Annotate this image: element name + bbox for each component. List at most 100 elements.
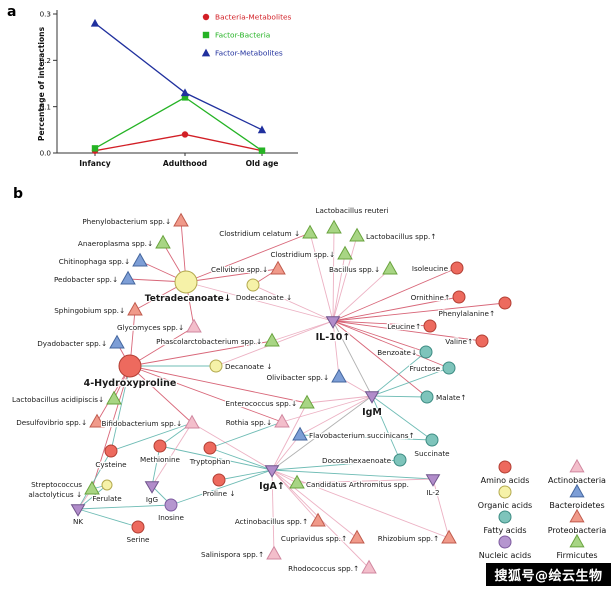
node-dha xyxy=(393,453,407,467)
node-nk xyxy=(70,504,86,517)
node-candidatus xyxy=(289,474,305,489)
label-tryptophan: Tryptophan xyxy=(189,457,230,466)
label-sphingobium: Sphingobium spp.↓ xyxy=(54,306,125,315)
svg-text:Amino acids: Amino acids xyxy=(481,476,530,485)
node-igg xyxy=(144,481,160,494)
label-ornithine: Ornithine↑ xyxy=(411,293,450,302)
node-bacillus xyxy=(382,260,398,275)
label-igg: IgG xyxy=(146,495,158,504)
label-proline: Proline ↓ xyxy=(203,489,236,498)
node-pedobacter xyxy=(120,270,136,285)
node-fructose xyxy=(442,361,456,375)
label-serine: Serine xyxy=(127,535,150,544)
svg-text:Bacteroidetes: Bacteroidetes xyxy=(549,501,604,510)
node-iga xyxy=(264,465,280,478)
label-leucine: Leucine↑ xyxy=(387,322,421,331)
label-rothia: Rothia spp.↓ xyxy=(226,418,272,427)
svg-text:0.0: 0.0 xyxy=(40,149,52,158)
svg-text:Fatty acids: Fatty acids xyxy=(483,526,526,535)
node-proline xyxy=(212,473,226,487)
label-phenylobacterium: Phenylobacterium spp.↓ xyxy=(82,217,171,226)
label-benzoate: Benzoate↓ xyxy=(377,348,417,357)
label-reuteri: Lactobacillus reuteri xyxy=(315,206,388,215)
legend-fatty: Fatty acids xyxy=(483,510,527,535)
node-il2 xyxy=(425,474,441,487)
node-valine xyxy=(475,334,489,348)
label-methionine: Methionine xyxy=(140,455,180,464)
label-rhodococcus: Rhodococcus spp.↑ xyxy=(288,564,359,573)
label-malate: Malate↑ xyxy=(436,393,466,402)
legend-proteo: Proteobacteria xyxy=(548,508,606,535)
label-lacto_spp: Lactobacillus spp.↑ xyxy=(366,232,436,241)
node-lacto_spp xyxy=(349,227,365,242)
node-rothia xyxy=(274,413,290,428)
node-cysteine xyxy=(104,444,118,458)
svg-text:Bacteria-Metabolites: Bacteria-Metabolites xyxy=(215,13,292,22)
node-cupriavidus xyxy=(349,529,365,544)
label-pedobacter: Pedobacter spp.↓ xyxy=(54,275,118,284)
node-streptococcus xyxy=(84,480,100,495)
label-il2: IL-2 xyxy=(426,488,439,497)
node-desulfovibrio xyxy=(89,413,105,428)
label-dyadobacter: Dyadobacter spp.↓ xyxy=(37,339,107,348)
network-nodes xyxy=(70,212,512,574)
legend-actino: Actinobacteria xyxy=(548,458,606,485)
svg-text:Adulthood: Adulthood xyxy=(163,159,207,168)
legend-organic: Organic acids xyxy=(478,485,532,510)
label-cupriavidus: Cupriavidus spp.↑ xyxy=(281,534,347,543)
node-phenylobacterium xyxy=(173,212,189,227)
panel-a-legend: Bacteria-MetabolitesFactor-BacteriaFacto… xyxy=(201,13,292,58)
label-bacillus: Bacillus spp.↓ xyxy=(329,265,380,274)
label-olivibacter: Olivibacter spp.↓ xyxy=(267,373,329,382)
node-leucine xyxy=(423,319,437,333)
node-isoleucine xyxy=(450,261,464,275)
label-hydroxyproline: 4-Hydroxyproline xyxy=(84,378,177,389)
label-igm: IgM xyxy=(362,407,382,418)
label-il10: IL-10↑ xyxy=(316,332,351,343)
node-actinobacillus xyxy=(310,512,326,527)
svg-text:Factor-Bacteria: Factor-Bacteria xyxy=(215,31,270,40)
label-phascolarctobacterium: Phascolarctobacterium spp.↓ xyxy=(156,337,262,346)
label-iga: IgA↑ xyxy=(259,481,285,492)
label-salinispora: Salinispora spp.↑ xyxy=(201,550,264,559)
node-serine xyxy=(131,520,145,534)
node-rhizobium xyxy=(441,529,457,544)
label-candidatus: Candidatus Arthromitus spp. xyxy=(306,480,409,489)
node-flavobacterium xyxy=(292,426,308,441)
node-celatum xyxy=(302,224,318,239)
svg-text:Firmicutes: Firmicutes xyxy=(556,551,597,560)
svg-text:Organic acids: Organic acids xyxy=(478,501,532,510)
node-inosine xyxy=(164,498,178,512)
label-fructose: Fructose xyxy=(410,364,441,373)
svg-text:Nucleic acids: Nucleic acids xyxy=(479,551,532,560)
label-enterococcus: Enterococcus spp.↓ xyxy=(225,399,297,408)
label-glycomyces: Glycomyces spp.↓ xyxy=(117,323,184,332)
node-methionine xyxy=(153,439,167,453)
legend-nucleic: Nucleic acids xyxy=(479,535,532,560)
node-igm xyxy=(364,391,380,404)
node-dyadobacter xyxy=(109,334,125,349)
node-glycomyces xyxy=(186,318,202,333)
label-valine: Valine↑ xyxy=(445,337,473,346)
label-dha: Docosahexaenoate xyxy=(322,456,392,465)
panel-a-label: a xyxy=(7,4,17,20)
node-succinate xyxy=(425,433,439,447)
node-acidipiscis xyxy=(106,390,122,405)
node-phenylalanine xyxy=(498,296,512,310)
node-enterococcus xyxy=(299,394,315,409)
node-cellvibrio xyxy=(270,260,286,275)
node-clostridium xyxy=(337,245,353,260)
network-labels: Phenylobacterium spp.↓ Lactobacillus reut… xyxy=(11,205,496,574)
node-sphingobium xyxy=(127,301,143,316)
node-hydroxyproline xyxy=(118,354,142,378)
node-ferulate xyxy=(101,479,113,491)
label-nk: NK xyxy=(73,517,83,526)
label-ferulate: Ferulate xyxy=(92,494,122,503)
node-benzoate xyxy=(419,345,433,359)
legend-firmicutes: Firmicutes xyxy=(556,533,598,560)
